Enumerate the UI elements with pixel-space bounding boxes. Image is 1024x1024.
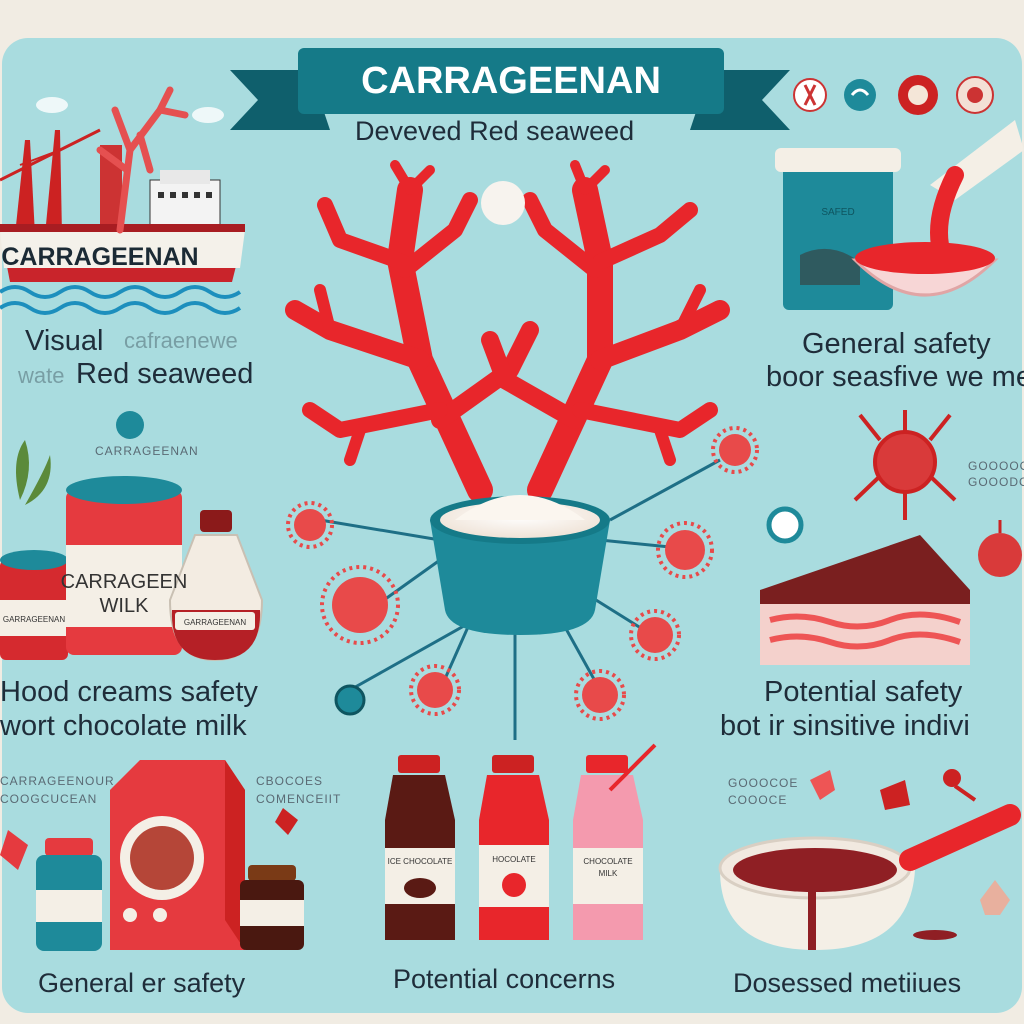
carrageenan-tub-icon [775, 148, 901, 310]
bottle1-label: ICE CHOCOLATE [388, 857, 453, 866]
red-seaweed-label: Red seaweed [76, 358, 254, 390]
chocolate-cake-icon [760, 535, 970, 665]
bottle-label: GARRAGEENAN [184, 618, 246, 627]
small-can-label: GARRAGEENAN [3, 615, 65, 624]
small-red-can-icon [0, 550, 68, 660]
banner-title: CARRAGEENAN [361, 60, 661, 102]
pearl-icon [481, 181, 525, 225]
can-label-line2: WILK [100, 595, 150, 617]
pan-icon [718, 804, 1021, 950]
pouring-sauce-icon [851, 120, 1024, 297]
potential-concerns: Potential concerns [393, 964, 616, 994]
general-safety-sub: boor seasfive we mea [766, 361, 1024, 393]
red-seaweed-faded: wate [18, 363, 65, 388]
can-label-line1: CARRAGEEN [61, 571, 188, 593]
pink-bottle-icon [573, 743, 657, 940]
visual-label-faded: cafraenewe [124, 328, 238, 353]
potential-safety-title: Potential safety [764, 676, 963, 708]
waves [0, 285, 242, 315]
small-teal-icon [116, 411, 144, 439]
top-right-icons [793, 75, 994, 115]
virus-icon [294, 434, 751, 713]
bottle2-label: HOCOLATE [492, 855, 535, 864]
teal-jar-icon [36, 838, 102, 951]
bottle3-label-line1: CHOCOLATE [583, 857, 632, 866]
dosessed-metiiues: Dosessed metiiues [733, 968, 962, 998]
faded-label: GOOODOOG [968, 475, 1024, 489]
subtitle: Deveved Red seaweed [355, 116, 635, 146]
red-bottle-icon [479, 755, 549, 940]
faded-label: CARRAGEENOUR [0, 774, 115, 788]
seaweed-small-icon [96, 86, 189, 234]
syrup-bottle-icon [168, 510, 264, 662]
faded-label: CBOCOES [256, 774, 324, 788]
chocolate-milk-label: wort chocolate milk [0, 710, 247, 742]
bottle3-label-line2: MILK [599, 869, 618, 878]
leaf-icon [16, 440, 51, 505]
milk-can-icon [66, 476, 182, 655]
yogurt-bowl-icon [430, 495, 610, 635]
red-seaweed-icon [285, 160, 730, 503]
general-safety-title: General safety [802, 328, 991, 360]
faded-label: COOOCE [728, 793, 788, 807]
milk-carton-icon [110, 760, 245, 950]
visual-label: Visual [25, 325, 104, 357]
title-banner [230, 48, 790, 130]
ship-label: CARRAGEENAN [1, 243, 198, 271]
faded-label: GOOOOOL [968, 459, 1024, 473]
faded-label: CARRAGEENAN [95, 444, 199, 458]
faded-label: COMENCEIIT [256, 792, 342, 806]
faded-label: GOOOCOE [728, 776, 799, 790]
brown-jar-icon [240, 865, 304, 950]
potential-safety-sub: bot ir sinsitive indivi [720, 710, 970, 742]
chocolate-bottle-icon [385, 755, 455, 940]
faded-label: COOGCUCEAN [0, 792, 98, 806]
general-safety-bottom: General er safety [38, 968, 246, 998]
bacteria-icon [853, 410, 957, 520]
hood-creams-label: Hood creams safety [0, 676, 258, 708]
tub-label: SAFED [821, 207, 854, 218]
